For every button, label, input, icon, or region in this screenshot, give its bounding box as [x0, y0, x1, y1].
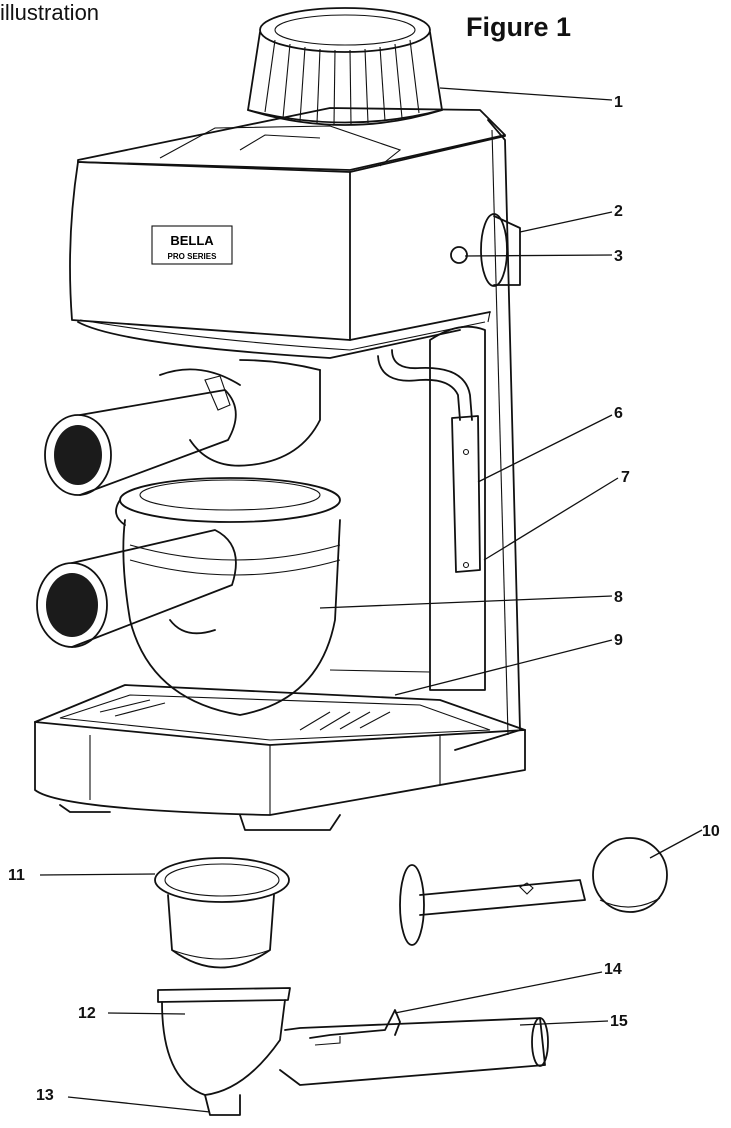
callout-11: 11	[8, 867, 25, 884]
callout-15: 15	[610, 1013, 628, 1030]
callout-6: 6	[614, 405, 623, 422]
top-knob	[247, 7, 443, 126]
drip-tray	[34, 684, 526, 831]
callout-2: 2	[614, 203, 623, 220]
control-knob-icon	[480, 213, 508, 287]
callout-10: 10	[702, 823, 720, 840]
portafilter	[157, 987, 549, 1116]
carafe	[36, 477, 341, 716]
callout-numbers: 1 2 3 6 7 8 9 10 11 12 13 14 15	[8, 94, 720, 1104]
callout-7: 7	[621, 469, 630, 486]
brand-line1: BELLA	[170, 233, 214, 248]
callout-3: 3	[614, 248, 623, 265]
figure-title: Figure 1	[466, 12, 572, 42]
tamper-spoon	[399, 837, 668, 946]
steam-wand	[377, 349, 481, 573]
brand-plate	[151, 225, 233, 265]
callout-14: 14	[604, 961, 622, 978]
filter-basket	[154, 857, 290, 969]
callout-1: 1	[614, 94, 623, 111]
brand-line2: PRO SERIES	[168, 252, 218, 261]
callout-9: 9	[614, 632, 623, 649]
callout-12: 12	[78, 1005, 96, 1022]
machine-body: BELLA PRO SERIES	[69, 107, 521, 751]
heading: illustration	[0, 0, 100, 25]
indicator-light-icon	[450, 246, 468, 264]
upper-portafilter	[44, 359, 321, 496]
callout-13: 13	[36, 1087, 54, 1104]
leader-lines	[39, 87, 703, 1113]
callout-8: 8	[614, 589, 623, 606]
